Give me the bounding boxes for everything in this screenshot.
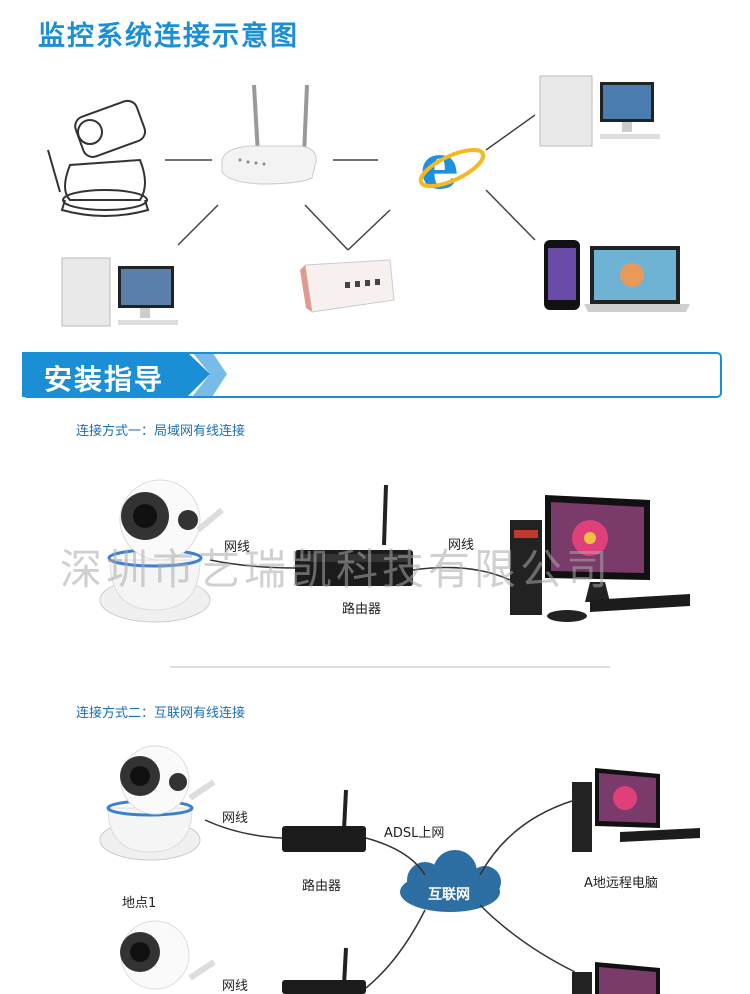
phone-and-laptop — [544, 240, 690, 312]
remote-pc-b — [572, 962, 660, 994]
connection-diagram: e — [47, 75, 690, 327]
ip-camera-3 — [120, 920, 216, 990]
wifi-router — [221, 84, 317, 185]
modem-device — [300, 259, 395, 313]
desktop-computer-bottom — [61, 257, 178, 327]
mode2-diagram — [99, 745, 700, 994]
ip-camera-1 — [99, 479, 224, 623]
ip-camera-sketch — [47, 99, 150, 217]
internet-explorer-icon: e — [418, 130, 486, 203]
remote-pc-a — [572, 768, 700, 852]
mode1-cable-right-label: 网线 — [448, 538, 475, 553]
page-title: 监控系统连接示意图 — [38, 21, 299, 52]
install-banner — [22, 352, 722, 398]
install-banner-title: 安装指导 — [44, 363, 165, 396]
mode2-cables — [204, 799, 576, 989]
svg-text:e: e — [420, 130, 459, 203]
mode1-router-label: 路由器 — [342, 602, 382, 617]
mode2-remote-pc-label: A地远程电脑 — [584, 876, 658, 891]
router-1 — [295, 484, 413, 586]
ip-camera-2 — [99, 745, 216, 861]
desktop-pc-1 — [510, 495, 690, 622]
mode2-site-label: 地点1 — [122, 896, 157, 911]
mode1-cable-left-label: 网线 — [224, 540, 251, 555]
mode1-cables — [209, 559, 511, 581]
mode1-heading: 连接方式一：局域网有线连接 — [76, 424, 246, 439]
mode2-heading: 连接方式二：互联网有线连接 — [76, 706, 246, 721]
company-watermark: 深圳市艺瑞凯科技有限公司 — [60, 545, 613, 594]
router-2 — [282, 789, 366, 852]
connector-lines — [165, 114, 536, 251]
desktop-computer-top — [539, 75, 660, 147]
mode2-cloud-label: 互联网 — [428, 887, 470, 903]
mode2-router-label: 路由器 — [302, 879, 342, 894]
router-3 — [282, 947, 366, 994]
mode2-cable-1-label: 网线 — [222, 811, 249, 826]
internet-cloud — [400, 850, 501, 912]
mode2-cable-2-label: 网线 — [222, 979, 249, 994]
mode1-diagram — [99, 479, 690, 668]
mode2-adsl-label: ADSL上网 — [384, 826, 445, 841]
